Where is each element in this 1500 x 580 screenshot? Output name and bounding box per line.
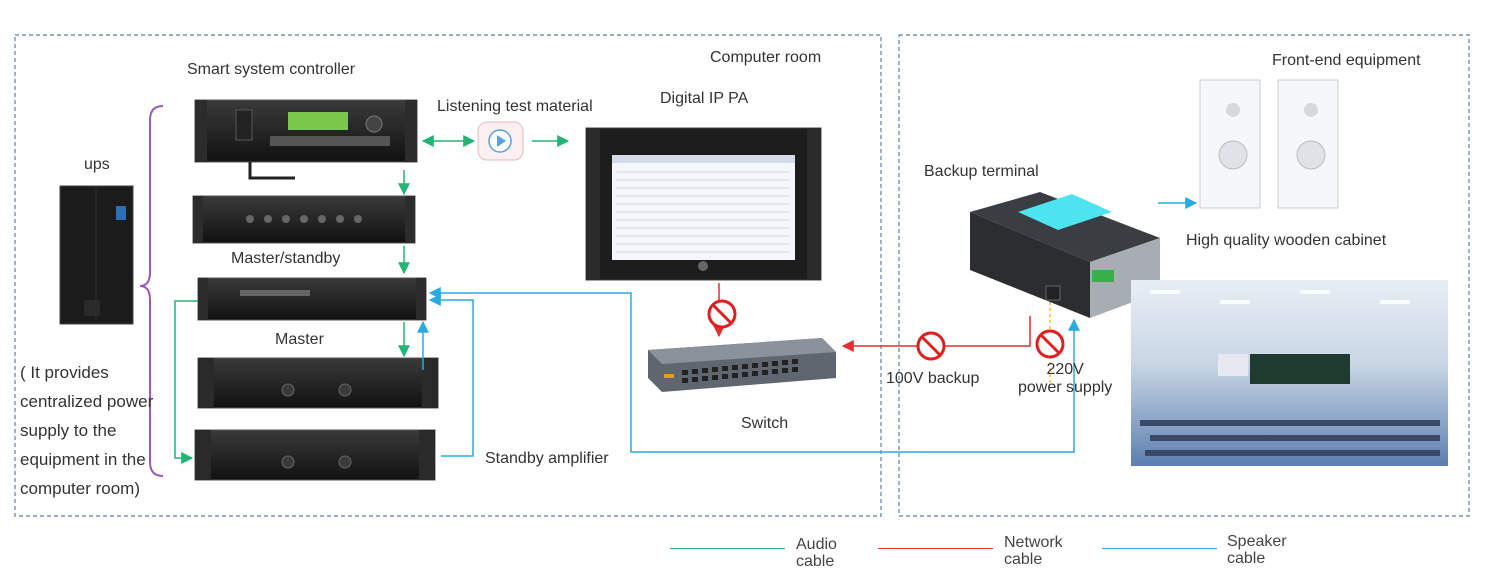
computer-room-label: Computer room <box>710 49 822 66</box>
wooden-cabinet-label: High quality wooden cabinet <box>1186 232 1387 249</box>
speaker-cables <box>417 197 1198 457</box>
listening-material-label: Listening test material <box>437 98 593 115</box>
power-bracket <box>139 105 164 477</box>
backup-terminal-label: Backup terminal <box>924 163 1039 180</box>
power-220v-label: 220V power supply <box>1018 361 1113 396</box>
backup-100v-label: 100V backup <box>886 370 980 387</box>
master-standby-label: Master/standby <box>231 250 341 267</box>
master-amplifier-unit <box>197 357 439 409</box>
rack-unit-2 <box>192 195 416 244</box>
digital-ip-pa-label: Digital IP PA <box>660 90 749 107</box>
master-standby-unit <box>197 277 427 321</box>
digital-ip-pa-unit <box>585 127 822 281</box>
no-entry-icon <box>707 299 1065 361</box>
legend-speaker-label: Speaker cable <box>1227 533 1287 567</box>
play-icon <box>477 121 524 161</box>
front-end-label: Front-end equipment <box>1272 52 1421 69</box>
switch-label: Switch <box>741 415 789 432</box>
smart-controller-label: Smart system controller <box>187 61 356 78</box>
classroom-photo <box>1131 280 1448 466</box>
legend-audio-label: Audio cable <box>796 536 837 570</box>
ups-label: ups <box>84 156 110 173</box>
ups-unit <box>59 185 134 325</box>
legend-speaker-line <box>1102 548 1217 549</box>
legend-network-line <box>878 548 993 549</box>
legend-audio-line <box>670 548 785 549</box>
legend-network-label: Network cable <box>1004 534 1063 568</box>
speaker-icon <box>1199 79 1339 209</box>
network-switch-unit <box>648 338 836 392</box>
audio-cables <box>174 135 570 464</box>
smart-controller-unit <box>194 99 418 180</box>
network-cables <box>713 283 1031 352</box>
master-label: Master <box>275 331 324 348</box>
standby-amplifier-label: Standby amplifier <box>485 450 609 467</box>
standby-amplifier-unit <box>194 429 436 481</box>
ups-note: ( It provides centralized power supply t… <box>20 363 154 498</box>
computer-room-panel <box>14 34 882 517</box>
